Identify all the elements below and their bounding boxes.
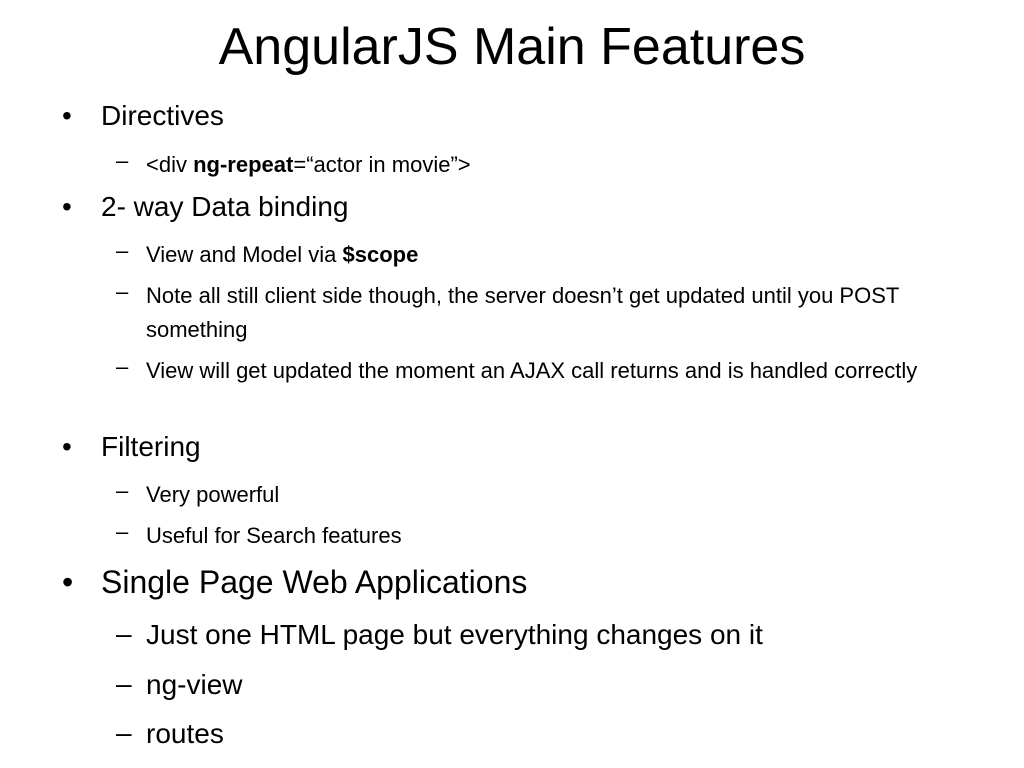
sub-item-label: View and Model via $scope (146, 238, 966, 272)
sub-item-text: View and Model via (146, 242, 343, 267)
dash-icon: – (116, 238, 129, 263)
sub-item-label: <div ng-repeat=“actor in movie”> (146, 148, 966, 182)
dash-icon: – (116, 717, 132, 748)
dash-icon: – (116, 478, 129, 503)
bullet-icon: • (62, 100, 72, 131)
dash-icon: – (116, 279, 129, 304)
slide-title: AngularJS Main Features (218, 18, 806, 76)
sub-item-label: Just one HTML page but everything change… (146, 619, 763, 650)
bullet-icon: • (62, 564, 74, 600)
dash-icon: – (116, 618, 132, 649)
dash-icon: – (116, 519, 129, 544)
dash-icon: – (116, 354, 129, 379)
bullet-icon: • (62, 431, 72, 462)
code-attribute: ng-repeat (193, 152, 294, 177)
bullet-icon: • (62, 191, 72, 222)
sub-item-label: Very powerful (146, 482, 280, 507)
code-prefix: <div (146, 152, 194, 177)
dash-icon: – (116, 668, 132, 699)
dash-icon: – (116, 148, 129, 173)
code-suffix: =“actor in movie”> (293, 152, 471, 177)
sub-item-label: View will get updated the moment an AJAX… (146, 358, 918, 383)
bullet-label: Directives (101, 100, 224, 131)
bullet-label: 2- way Data binding (101, 191, 349, 222)
sub-item-label: ng-view (146, 669, 243, 700)
sub-item-label: Useful for Search features (146, 523, 402, 548)
sub-item-label: routes (146, 718, 224, 749)
sub-item-label: Note all still client side though, the s… (146, 283, 899, 342)
bullet-label: Filtering (101, 431, 201, 462)
bullet-label: Single Page Web Applications (101, 564, 528, 600)
scope-keyword: $scope (342, 242, 419, 267)
